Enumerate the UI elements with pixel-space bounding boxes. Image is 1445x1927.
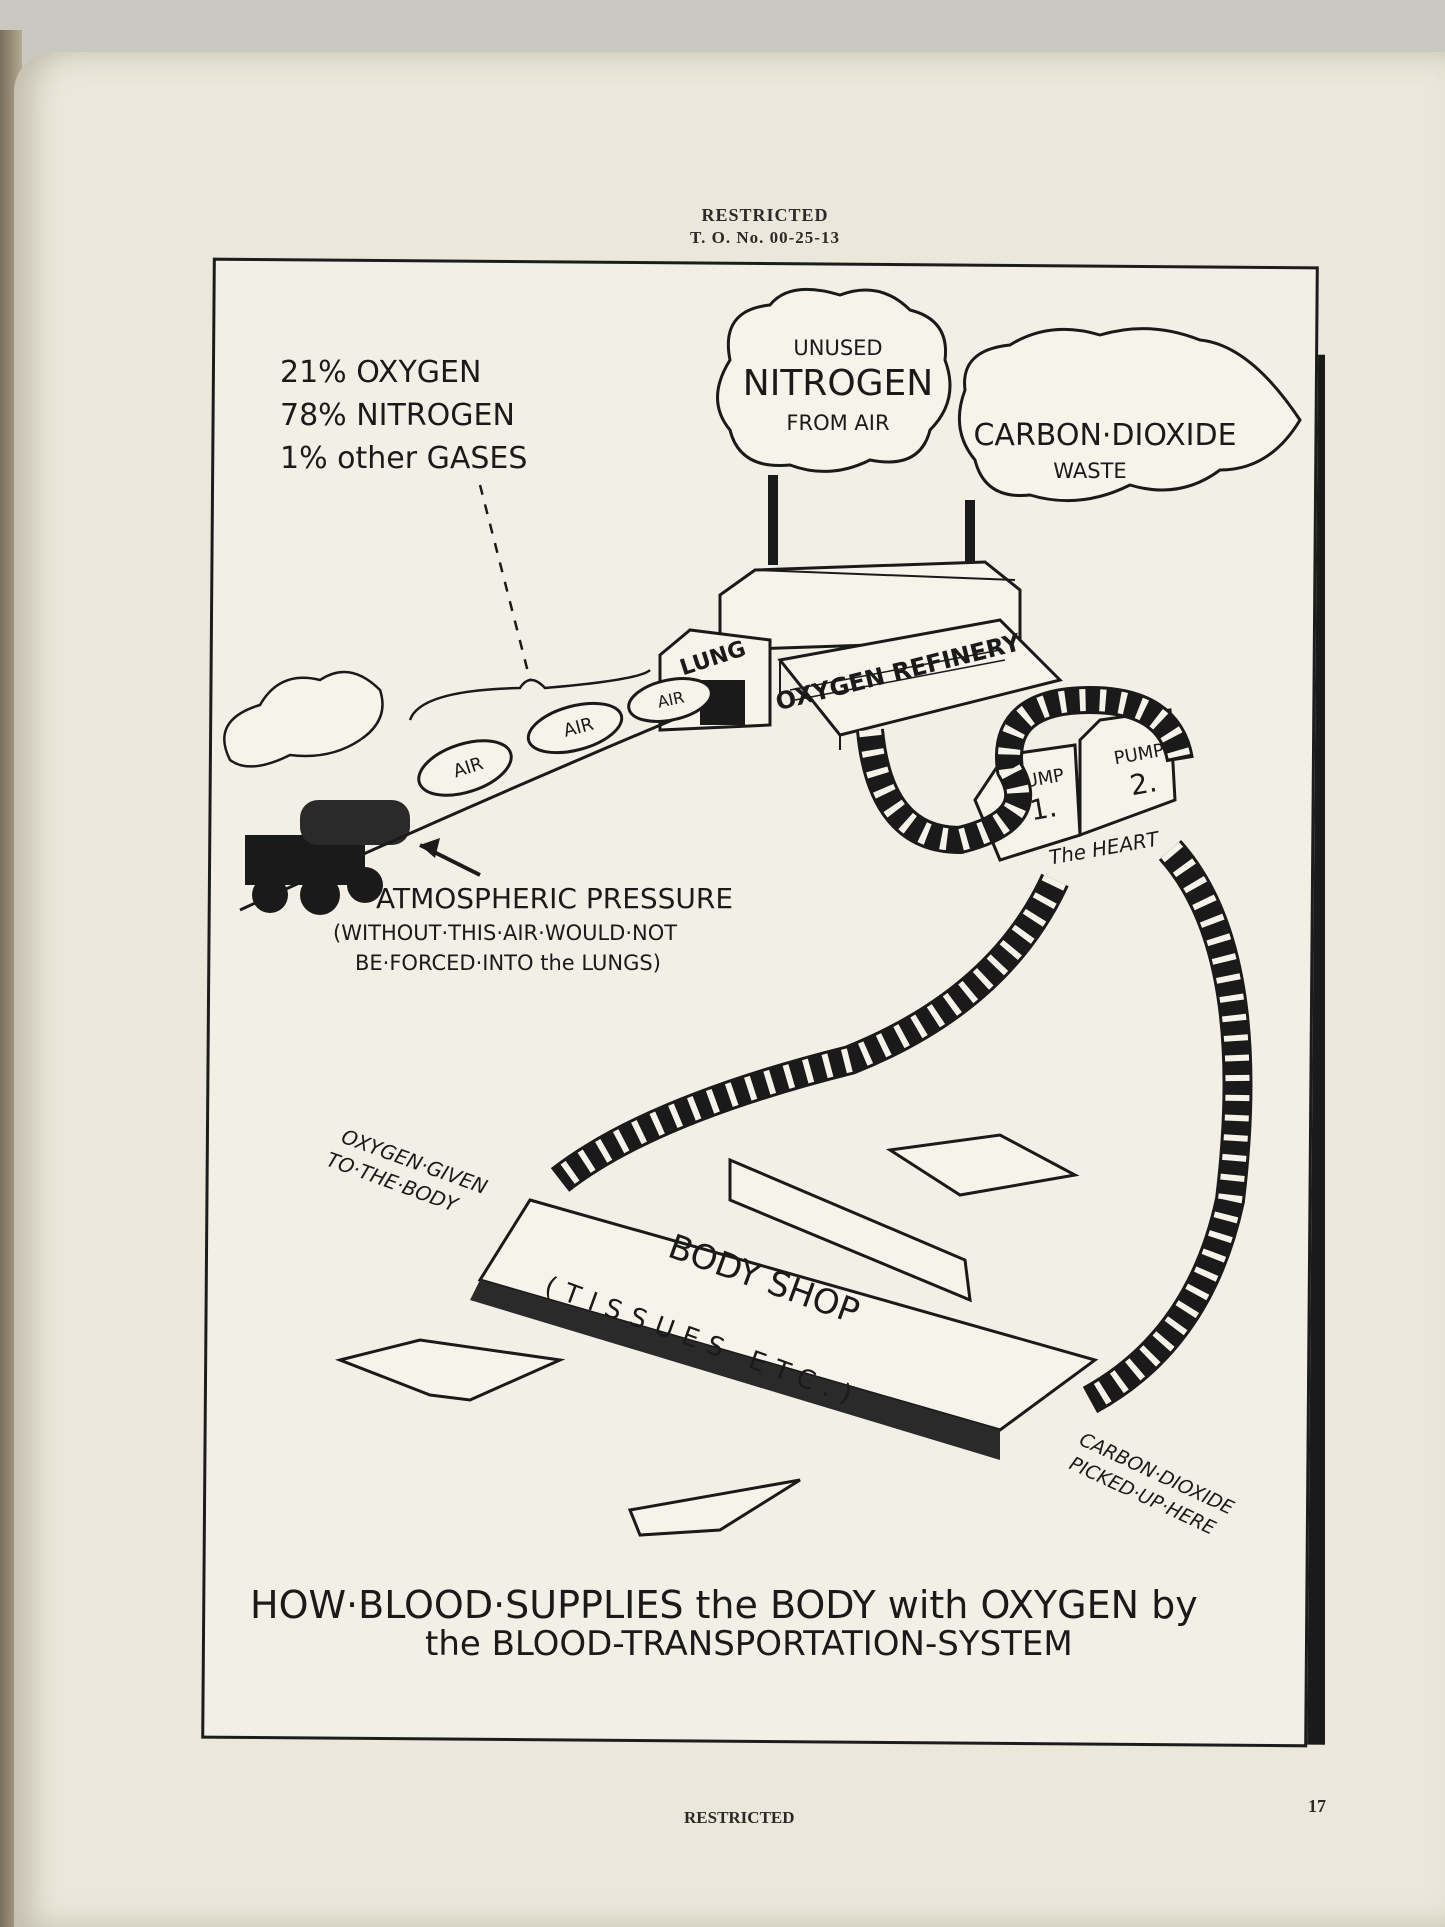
svg-text:1% other GASES: 1% other GASES: [280, 441, 527, 476]
svg-text:21% OXYGEN: 21% OXYGEN: [280, 355, 481, 390]
svg-text:UNUSED: UNUSED: [793, 336, 882, 360]
svg-text:the BLOOD-TRANSPORTATION-SYSTE: the BLOOD-TRANSPORTATION-SYSTEM: [425, 1624, 1073, 1664]
lung-building: LUNG: [658, 628, 772, 732]
footer-restricted: RESTRICTED: [684, 1808, 795, 1827]
air-tank-cars: AIR AIR AIR: [417, 677, 713, 797]
body-shop-building: BODY SHOP (TISSUES ETC.): [335, 1133, 1099, 1537]
oxygen-given-note: OXYGEN·GIVEN TO·THE·BODY: [323, 1124, 490, 1217]
svg-text:HOW·BLOOD·SUPPLIES the BODY wi: HOW·BLOOD·SUPPLIES the BODY with OXYGEN …: [250, 1583, 1198, 1627]
svg-text:78% NITROGEN: 78% NITROGEN: [280, 398, 515, 433]
svg-text:CARBON·DIOXIDE: CARBON·DIOXIDE: [973, 418, 1236, 453]
svg-text:1.: 1.: [1027, 790, 1059, 827]
svg-text:NITROGEN: NITROGEN: [743, 363, 933, 404]
blood-pipelines: [550, 685, 1253, 1414]
svg-text:WASTE: WASTE: [1053, 459, 1126, 483]
svg-text:ATMOSPHERIC PRESSURE: ATMOSPHERIC PRESSURE: [376, 882, 733, 915]
air-composition: 21% OXYGEN 78% NITROGEN 1% other GASES: [280, 355, 651, 721]
header-restricted: RESTRICTED: [701, 205, 829, 225]
svg-text:2.: 2.: [1127, 765, 1159, 802]
carbon-dioxide-smoke-cloud: CARBON·DIOXIDE WASTE: [957, 327, 1302, 570]
nitrogen-smoke-cloud: UNUSED NITROGEN FROM AIR: [716, 287, 952, 565]
oxygen-refinery-building: OXYGEN REFINERY: [718, 560, 1063, 750]
carbon-dioxide-picked-note: CARBON·DIOXIDE PICKED·UP·HERE: [1066, 1429, 1237, 1540]
steam-train: [223, 670, 721, 915]
svg-text:(WITHOUT·THIS·AIR·WOULD·NOT: (WITHOUT·THIS·AIR·WOULD·NOT: [333, 921, 677, 945]
svg-text:BE·FORCED·INTO the LUNGS): BE·FORCED·INTO the LUNGS): [355, 951, 661, 975]
atmospheric-pressure-note: ATMOSPHERIC PRESSURE (WITHOUT·THIS·AIR·W…: [333, 838, 733, 975]
header-doc-number: T. O. No. 00-25-13: [690, 228, 840, 247]
illustration-caption: HOW·BLOOD·SUPPLIES the BODY with OXYGEN …: [250, 1583, 1198, 1664]
svg-text:FROM AIR: FROM AIR: [786, 411, 889, 435]
page-number: 17: [1308, 1796, 1326, 1816]
